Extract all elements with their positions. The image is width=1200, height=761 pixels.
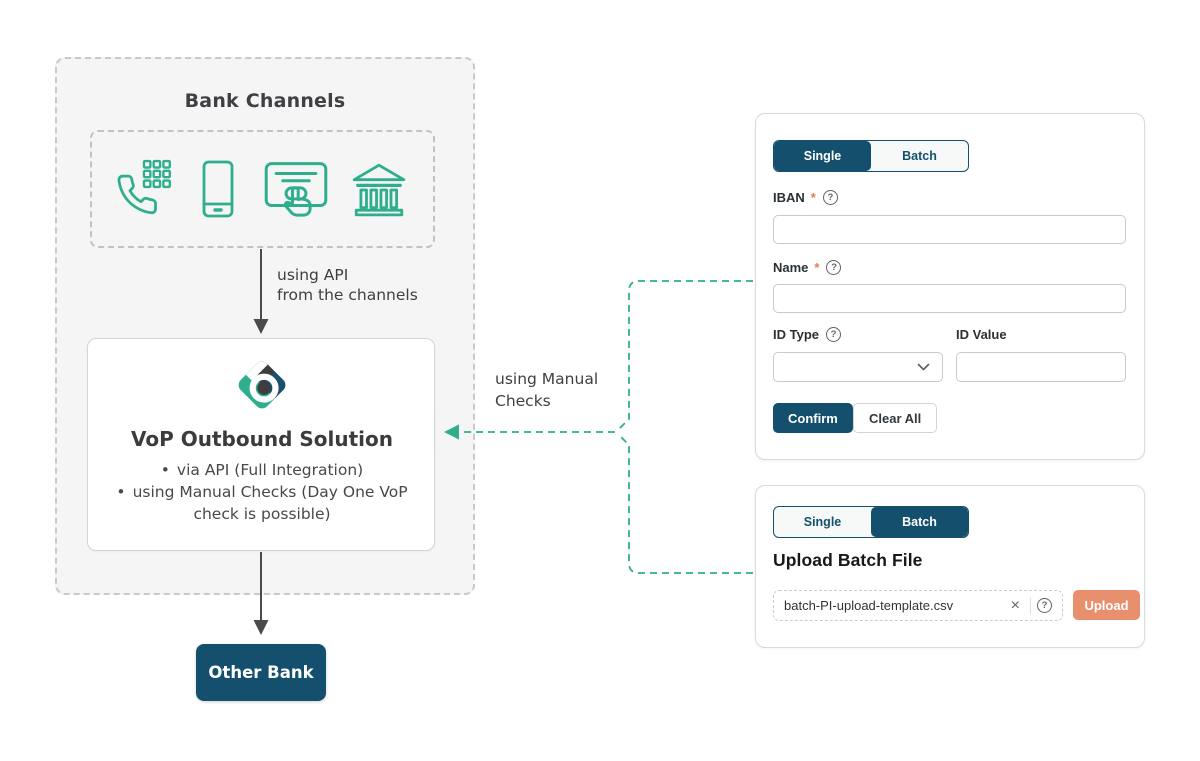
smartphone-icon bbox=[192, 158, 244, 220]
vop-bullet-list: •via API (Full Integration) •using Manua… bbox=[97, 459, 427, 525]
upload-batch-file-heading: Upload Batch File bbox=[773, 550, 923, 570]
manual-label-line2: Checks bbox=[495, 392, 551, 411]
tab-single[interactable]: Single bbox=[803, 515, 842, 529]
batch-file-field[interactable]: batch-PI-upload-template.csv × ? bbox=[773, 590, 1063, 621]
id-value-label: ID Value bbox=[956, 327, 1007, 342]
vop-solution-box: VoP Outbound Solution •via API (Full Int… bbox=[87, 338, 435, 551]
bank-channels-title: Bank Channels bbox=[184, 90, 346, 112]
name-input[interactable] bbox=[773, 284, 1126, 313]
iban-input[interactable] bbox=[773, 215, 1126, 244]
tab-single[interactable]: Single bbox=[774, 141, 871, 171]
api-label-line1: using API bbox=[277, 266, 349, 284]
id-value-label-row: ID Value bbox=[956, 327, 1007, 342]
id-type-select[interactable] bbox=[773, 352, 943, 382]
chevron-down-icon bbox=[917, 358, 930, 376]
id-type-help-icon[interactable]: ? bbox=[826, 327, 841, 342]
vop-logo-icon bbox=[233, 356, 291, 419]
connector-batch-panel bbox=[617, 433, 753, 574]
upload-button[interactable]: Upload bbox=[1073, 590, 1140, 620]
vop-bullet-item: •using Manual Checks (Day One VoP check … bbox=[116, 483, 408, 523]
iban-help-icon[interactable]: ? bbox=[822, 190, 838, 205]
name-label-row: Name * ? bbox=[773, 260, 842, 275]
name-label: Name bbox=[773, 260, 809, 275]
required-asterisk: * bbox=[814, 260, 820, 275]
vop-title: VoP Outbound Solution bbox=[131, 427, 393, 451]
id-type-label-row: ID Type ? bbox=[773, 327, 841, 342]
api-label-line2: from the channels bbox=[277, 286, 418, 305]
single-verification-panel: Single Batch IBAN * ? Name * ? ID Type ?… bbox=[755, 113, 1145, 460]
bullet-icon: • bbox=[116, 483, 126, 501]
iban-label: IBAN bbox=[773, 190, 805, 205]
file-help-icon[interactable]: ? bbox=[1037, 598, 1052, 613]
channel-icons-box bbox=[90, 130, 435, 248]
single-batch-toggle: Single Batch bbox=[773, 140, 969, 172]
card-terminal-icon bbox=[261, 157, 331, 221]
bullet-icon: • bbox=[160, 461, 170, 479]
name-help-icon[interactable]: ? bbox=[826, 260, 842, 275]
manual-checks-label: using Manual Checks bbox=[495, 368, 598, 413]
bank-icon bbox=[347, 159, 411, 219]
clear-file-icon[interactable]: × bbox=[1010, 596, 1020, 614]
id-type-label: ID Type bbox=[773, 327, 819, 342]
other-bank-label: Other Bank bbox=[208, 663, 314, 682]
tab-batch[interactable]: Batch bbox=[902, 149, 937, 163]
batch-upload-panel: Single Batch Upload Batch File batch-PI-… bbox=[755, 485, 1145, 648]
connector-single-panel bbox=[617, 280, 753, 431]
confirm-button[interactable]: Confirm bbox=[773, 403, 853, 433]
vop-bullet-item: •via API (Full Integration) bbox=[160, 461, 364, 479]
clear-all-button[interactable]: Clear All bbox=[853, 403, 938, 433]
manual-label-line1: using Manual bbox=[495, 370, 599, 388]
single-batch-toggle: Single Batch bbox=[773, 506, 969, 538]
phone-keypad-icon bbox=[114, 158, 176, 220]
api-arrow-label: using API from the channels bbox=[277, 265, 418, 305]
id-value-input[interactable] bbox=[956, 352, 1126, 382]
divider bbox=[1030, 597, 1031, 614]
required-asterisk: * bbox=[810, 190, 816, 205]
other-bank-node: Other Bank bbox=[196, 644, 326, 701]
iban-label-row: IBAN * ? bbox=[773, 190, 838, 205]
batch-file-name: batch-PI-upload-template.csv bbox=[784, 598, 954, 613]
tab-batch[interactable]: Batch bbox=[871, 507, 968, 537]
